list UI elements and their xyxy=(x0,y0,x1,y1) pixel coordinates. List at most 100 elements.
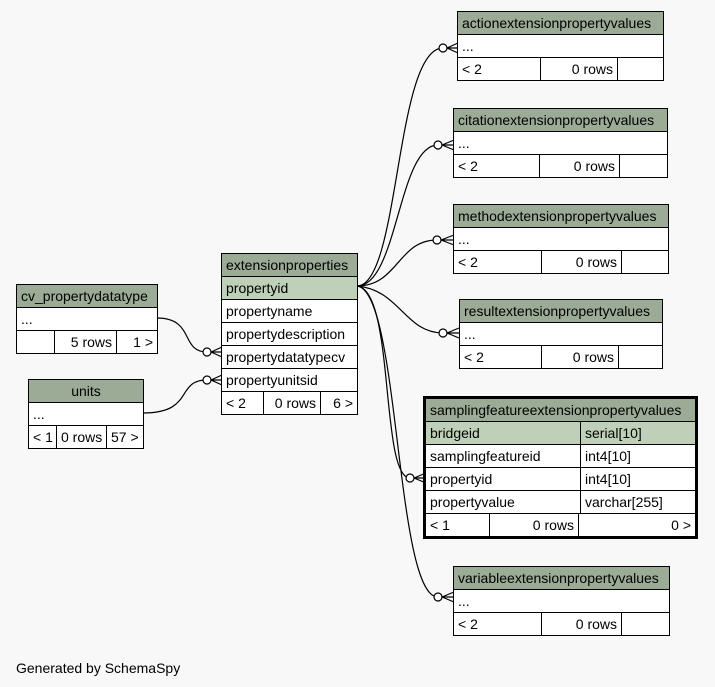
table-units[interactable]: units ... < 1 0 rows 57 > xyxy=(28,379,144,449)
edge-end-citationext xyxy=(433,140,443,150)
crowfoot-methodext xyxy=(440,234,455,246)
column-propertyid[interactable]: propertyid xyxy=(222,277,357,300)
footer-parents[interactable]: < 2 xyxy=(454,155,540,177)
footer-children[interactable] xyxy=(619,346,662,368)
edge-end-cvpdt xyxy=(202,347,212,357)
table-row: ... xyxy=(29,403,143,426)
crowfoot-varext xyxy=(441,591,455,603)
table-actionextensionpropertyvalues[interactable]: actionextensionpropertyvalues ... < 2 0 … xyxy=(457,11,664,81)
column-propertyname[interactable]: propertyname xyxy=(222,300,357,323)
table-citationextensionpropertyvalues[interactable]: citationextensionpropertyvalues ... < 2 … xyxy=(453,108,668,178)
footer-parents[interactable]: < 2 xyxy=(460,346,542,368)
footer-parents[interactable]: < 2 xyxy=(458,58,541,80)
edge-resultext xyxy=(356,285,444,334)
table-footer: < 2 0 rows xyxy=(458,58,663,80)
table-footer: < 2 0 rows xyxy=(454,613,669,635)
footer-row-count[interactable]: 0 rows xyxy=(57,426,107,448)
table-header[interactable]: samplingfeatureextensionpropertyvalues xyxy=(426,399,695,422)
table-variableextensionpropertyvalues[interactable]: variableextensionpropertyvalues ... < 2 … xyxy=(453,566,670,636)
crowfoot-actionext xyxy=(446,42,459,54)
footer-children[interactable]: 57 > xyxy=(111,429,139,445)
footer-row-count[interactable]: 5 rows xyxy=(55,331,117,353)
table-footer: 5 rows 1 > xyxy=(17,331,157,353)
column-type: varchar[255] xyxy=(585,494,663,510)
table-footer: < 1 0 rows 0 > xyxy=(426,514,695,536)
table-row: ... xyxy=(454,132,667,155)
table-cv-propertydatatype[interactable]: cv_propertydatatype ... 5 rows 1 > xyxy=(16,284,158,354)
column-name: propertyvalue xyxy=(426,491,581,513)
column-name: propertyid xyxy=(426,468,581,490)
column-propertyvalue[interactable]: propertyvalue varchar[255] xyxy=(426,491,695,514)
table-resultextensionpropertyvalues[interactable]: resultextensionpropertyvalues ... < 2 0 … xyxy=(459,299,663,369)
column-bridgeid[interactable]: bridgeid serial[10] xyxy=(426,422,695,445)
table-row: ... xyxy=(458,35,663,58)
footer-children[interactable]: 6 > xyxy=(333,395,353,411)
column-propertydatatypecv[interactable]: propertydatatypecv xyxy=(222,346,357,369)
crowfoot-cvpdt xyxy=(210,346,223,358)
edge-citationext xyxy=(356,144,439,287)
footer-children[interactable] xyxy=(618,58,663,80)
edge-end-actionext xyxy=(438,43,448,53)
table-row: ... xyxy=(454,228,668,251)
footer-row-count[interactable]: 0 rows xyxy=(541,58,618,80)
footer-parents[interactable]: < 2 xyxy=(222,392,264,414)
footer-children[interactable] xyxy=(620,155,667,177)
crowfoot-units xyxy=(210,374,223,386)
footer-row-count[interactable]: 0 rows xyxy=(490,514,579,536)
crowfoot-resultext xyxy=(446,327,460,339)
table-row: ... xyxy=(460,323,662,346)
table-header[interactable]: cv_propertydatatype xyxy=(17,285,157,308)
table-header[interactable]: variableextensionpropertyvalues xyxy=(454,567,669,590)
column-propertydescription[interactable]: propertydescription xyxy=(222,323,357,346)
column-name: samplingfeatureid xyxy=(426,445,581,467)
table-footer: < 2 0 rows xyxy=(460,346,662,368)
footer-row-count[interactable]: 0 rows xyxy=(542,346,619,368)
edge-units xyxy=(142,379,208,414)
column-propertyid[interactable]: propertyid int4[10] xyxy=(426,468,695,491)
table-footer: < 1 0 rows 57 > xyxy=(29,426,143,448)
footer-row-count[interactable]: 0 rows xyxy=(540,155,620,177)
column-propertyunitsid[interactable]: propertyunitsid xyxy=(222,369,357,392)
edge-end-units xyxy=(202,375,212,385)
table-header[interactable]: citationextensionpropertyvalues xyxy=(454,109,667,132)
edge-methodext xyxy=(356,239,438,287)
footer-children[interactable] xyxy=(622,251,668,273)
table-header[interactable]: actionextensionpropertyvalues xyxy=(458,12,663,35)
table-header[interactable]: extensionproperties xyxy=(222,254,357,277)
table-extensionproperties[interactable]: extensionproperties propertyid propertyn… xyxy=(221,253,358,415)
edge-end-varext xyxy=(433,592,443,602)
footer-parents[interactable]: < 2 xyxy=(454,251,542,273)
generated-by-label: Generated by SchemaSpy xyxy=(16,660,181,676)
table-row: ... xyxy=(17,308,157,331)
table-header[interactable]: methodextensionpropertyvalues xyxy=(454,205,668,228)
footer-children[interactable]: 0 > xyxy=(671,517,691,533)
edge-sfext xyxy=(356,285,411,479)
edge-end-sfext xyxy=(405,473,415,483)
footer-row-count[interactable]: 0 rows xyxy=(264,392,321,414)
edge-actionext xyxy=(356,47,444,287)
footer-children[interactable] xyxy=(622,613,669,635)
footer-children[interactable]: 1 > xyxy=(133,334,153,350)
table-header[interactable]: units xyxy=(29,380,143,403)
edge-cvpdt xyxy=(156,317,208,353)
column-type: int4[10] xyxy=(585,448,631,464)
footer-parents[interactable]: < 1 xyxy=(29,426,57,448)
column-name: bridgeid xyxy=(426,422,581,444)
table-row: ... xyxy=(454,590,669,613)
edge-varext xyxy=(356,285,439,598)
footer-parents[interactable]: < 2 xyxy=(454,613,542,635)
table-samplingfeatureextensionpropertyvalues[interactable]: samplingfeatureextensionpropertyvalues b… xyxy=(423,396,698,539)
footer-parents[interactable]: < 1 xyxy=(426,514,490,536)
table-methodextensionpropertyvalues[interactable]: methodextensionpropertyvalues ... < 2 0 … xyxy=(453,204,669,274)
table-footer: < 2 0 rows xyxy=(454,251,668,273)
column-samplingfeatureid[interactable]: samplingfeatureid int4[10] xyxy=(426,445,695,468)
footer-parents[interactable] xyxy=(17,331,55,353)
column-type: int4[10] xyxy=(585,471,631,487)
table-header[interactable]: resultextensionpropertyvalues xyxy=(460,300,662,323)
footer-row-count[interactable]: 0 rows xyxy=(542,251,622,273)
footer-row-count[interactable]: 0 rows xyxy=(542,613,622,635)
edge-end-resultext xyxy=(438,328,448,338)
table-footer: < 2 0 rows 6 > xyxy=(222,392,357,414)
table-footer: < 2 0 rows xyxy=(454,155,667,177)
